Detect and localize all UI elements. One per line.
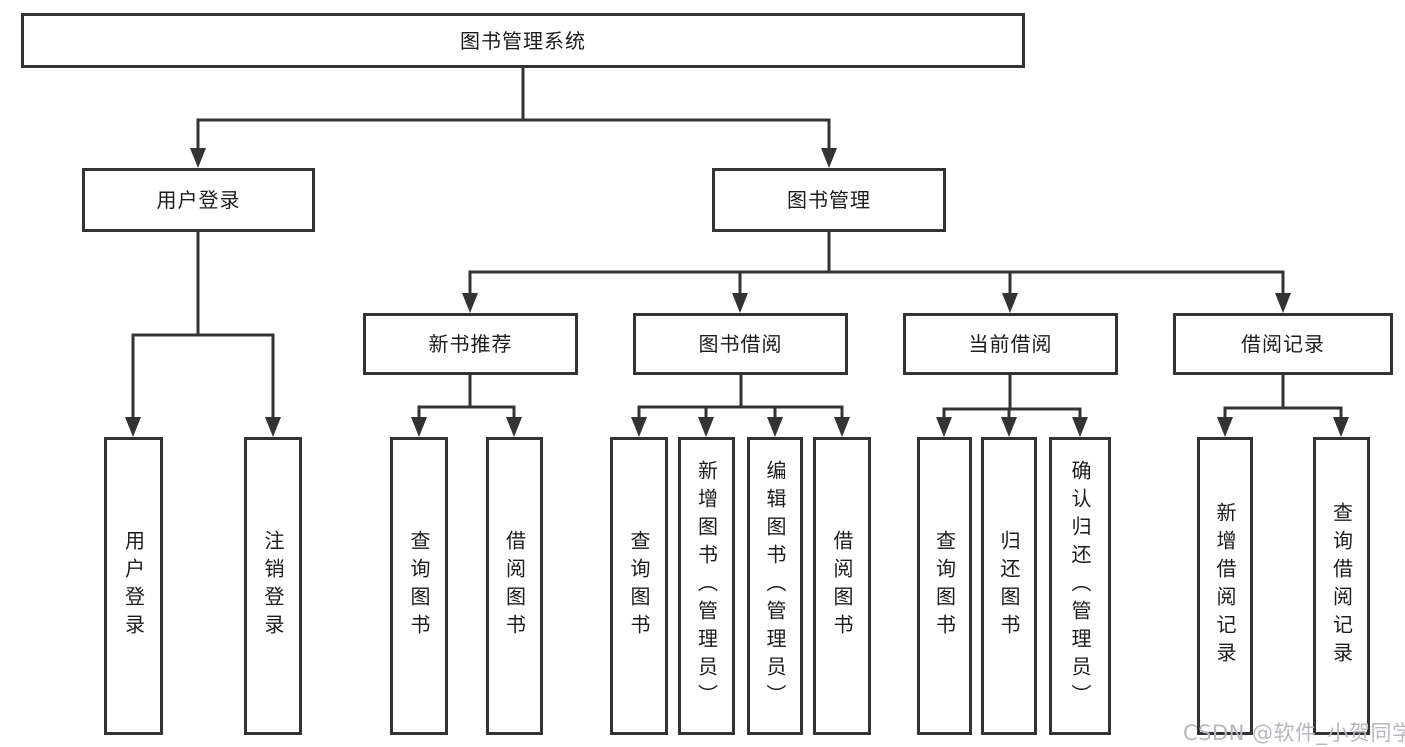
leaf-label: 用户登录: [121, 530, 146, 642]
node-new-book-recommend: 新书推荐: [363, 313, 578, 375]
leaf-label: 借阅图书: [830, 530, 854, 642]
node-current-borrow: 当前借阅: [903, 313, 1118, 375]
arrowhead: [732, 293, 748, 313]
arrowhead: [506, 417, 522, 437]
arrowhead: [1217, 417, 1233, 437]
arrowhead: [698, 417, 714, 437]
leaf-add-borrow-record: 新增借阅记录: [1197, 437, 1253, 735]
connector-user-login-branch: [131, 333, 275, 419]
node-user-login: 用户登录: [82, 168, 315, 232]
leaf-confirm-return-admin: 确认归还（管理员）: [1049, 437, 1111, 735]
arrowhead: [265, 417, 281, 437]
leaf-label: 查询图书: [407, 530, 431, 642]
leaf-label: 编辑图书（管理员）: [763, 460, 787, 712]
leaf-recommend-borrow-books: 借阅图书: [486, 437, 543, 735]
leaf-label: 注销登录: [261, 530, 285, 642]
leaf-add-books-admin: 新增图书（管理员）: [678, 437, 735, 735]
connector-current-branch: [942, 407, 1082, 419]
connector-root-branch: [196, 118, 831, 150]
arrowhead: [834, 417, 850, 437]
leaf-label: 查询图书: [627, 530, 651, 642]
csdn-watermark: CSDN @软件_小贺同学: [1183, 721, 1405, 745]
connector-record-branch: [1223, 406, 1343, 419]
arrowhead: [125, 417, 141, 437]
node-root: 图书管理系统: [21, 13, 1025, 68]
leaf-label: 借阅图书: [502, 530, 527, 642]
leaf-borrow-books: 借阅图书: [813, 437, 871, 735]
arrowhead: [631, 417, 647, 437]
arrowhead: [821, 148, 837, 168]
node-borrow-record: 借阅记录: [1173, 313, 1393, 375]
arrowhead: [1001, 417, 1017, 437]
leaf-label: 新增图书（管理员）: [694, 460, 719, 712]
leaf-label: 查询图书: [932, 530, 957, 642]
connector-book-mgmt-branch: [468, 270, 1285, 295]
arrowhead: [936, 417, 952, 437]
arrowhead: [1275, 293, 1291, 313]
leaf-label: 归还图书: [997, 530, 1021, 642]
leaf-query-borrow-record: 查询借阅记录: [1313, 437, 1370, 735]
node-book-borrow: 图书借阅: [633, 313, 848, 375]
node-book-management: 图书管理: [712, 168, 946, 232]
arrowhead: [411, 417, 427, 437]
leaf-label: 确认归还（管理员）: [1068, 460, 1092, 712]
leaf-label: 新增借阅记录: [1213, 502, 1237, 670]
arrowhead: [462, 293, 478, 313]
arrowhead: [1072, 417, 1088, 437]
leaf-recommend-query-books: 查询图书: [390, 437, 448, 735]
leaf-logout: 注销登录: [244, 437, 302, 735]
leaf-edit-books-admin: 编辑图书（管理员）: [747, 437, 803, 735]
arrowhead: [1333, 417, 1349, 437]
connector-recommend-branch: [417, 405, 516, 419]
arrowhead: [190, 148, 206, 168]
arrowhead: [767, 417, 783, 437]
leaf-user-login: 用户登录: [104, 437, 163, 735]
leaf-current-query-books: 查询图书: [917, 437, 972, 735]
leaf-return-books: 归还图书: [981, 437, 1037, 735]
leaf-borrow-query-books: 查询图书: [610, 437, 668, 735]
leaf-label: 查询借阅记录: [1329, 502, 1354, 670]
arrowhead: [1002, 293, 1018, 313]
connector-borrow-branch: [637, 405, 844, 419]
